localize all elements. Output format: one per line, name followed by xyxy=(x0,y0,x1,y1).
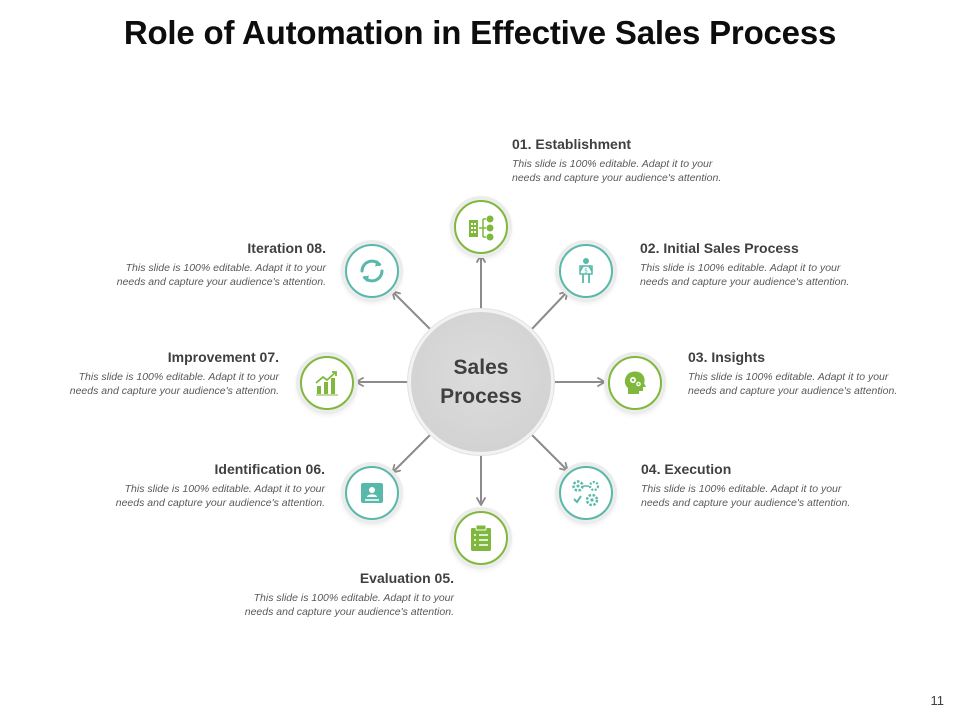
sales-process-hub: Sales Process xyxy=(411,312,551,452)
step-4-description: This slide is 100% editable. Adapt it to… xyxy=(641,483,851,509)
arrow-to-step-6 xyxy=(391,432,433,474)
step-1-node xyxy=(454,200,508,254)
step-5-label: Evaluation 05. This slide is 100% editab… xyxy=(204,570,454,619)
svg-text:$: $ xyxy=(584,268,588,275)
step-6-description: This slide is 100% editable. Adapt it to… xyxy=(115,483,325,509)
building-flow-icon xyxy=(466,212,496,242)
step-4-label: 04. Execution This slide is 100% editabl… xyxy=(641,461,891,510)
step-6-heading: Identification 06. xyxy=(214,461,325,477)
step-5-node xyxy=(454,511,508,565)
step-8-heading: Iteration 08. xyxy=(247,240,326,256)
growth-chart-icon xyxy=(312,368,342,398)
step-2-node: $ xyxy=(559,244,613,298)
step-5-heading: Evaluation 05. xyxy=(359,570,454,586)
step-3-heading: 03. Insights xyxy=(688,349,766,365)
step-8-description: This slide is 100% editable. Adapt it to… xyxy=(116,262,326,288)
head-gears-icon xyxy=(620,368,650,398)
step-8-node xyxy=(345,244,399,298)
step-1-description: This slide is 100% editable. Adapt it to… xyxy=(512,158,722,184)
gears-check-icon xyxy=(570,477,602,509)
step-2-heading: 02. Initial Sales Process xyxy=(640,240,799,256)
step-8-label: Iteration 08. This slide is 100% editabl… xyxy=(76,240,326,289)
page-number: 11 xyxy=(930,693,945,708)
step-6-node xyxy=(345,466,399,520)
step-3-label: 03. Insights This slide is 100% editable… xyxy=(688,349,938,398)
step-7-heading: Improvement 07. xyxy=(167,349,279,365)
arrow-to-step-8 xyxy=(391,290,433,332)
step-7-label: Improvement 07. This slide is 100% edita… xyxy=(29,349,279,398)
step-7-description: This slide is 100% editable. Adapt it to… xyxy=(69,371,279,397)
step-3-node xyxy=(608,356,662,410)
step-2-label: 02. Initial Sales Process This slide is … xyxy=(640,240,890,289)
step-3-description: This slide is 100% editable. Adapt it to… xyxy=(688,371,898,397)
step-1-label: 01. Establishment This slide is 100% edi… xyxy=(512,136,762,185)
id-card-icon xyxy=(358,479,386,507)
arrow-to-step-2 xyxy=(529,290,569,332)
clipboard-checklist-icon xyxy=(466,523,496,553)
slide-title: Role of Automation in Effective Sales Pr… xyxy=(123,14,837,51)
arrow-to-step-4 xyxy=(529,432,569,472)
cycle-arrows-icon xyxy=(355,254,389,288)
step-7-node xyxy=(300,356,354,410)
person-sign-icon: $ xyxy=(571,256,601,286)
step-5-description: This slide is 100% editable. Adapt it to… xyxy=(244,592,454,618)
step-4-node xyxy=(559,466,613,520)
hub-label: Sales Process xyxy=(440,356,522,408)
step-1-heading: 01. Establishment xyxy=(512,136,632,152)
step-6-label: Identification 06. This slide is 100% ed… xyxy=(75,461,325,510)
step-4-heading: 04. Execution xyxy=(641,461,732,477)
step-2-description: This slide is 100% editable. Adapt it to… xyxy=(640,262,850,288)
